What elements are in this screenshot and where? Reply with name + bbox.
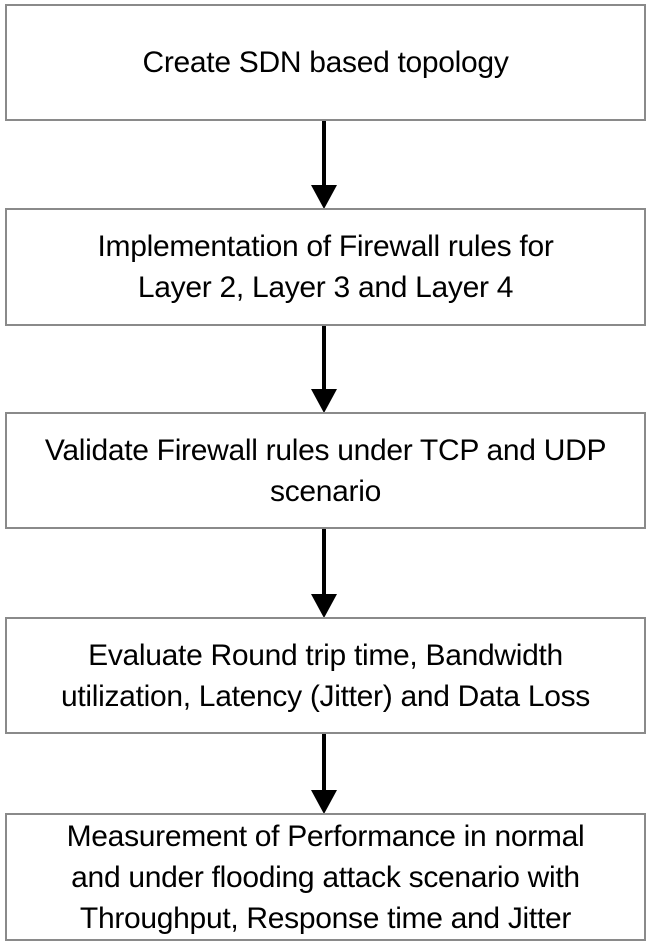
flowchart-node-implement-firewall-rules: Implementation of Firewall rules for Lay… bbox=[5, 208, 646, 326]
arrow-stem bbox=[322, 528, 326, 594]
arrow-head bbox=[311, 185, 337, 209]
flow-arrow-down-icon-1 bbox=[311, 120, 337, 209]
flowchart-node-label: Validate Firewall rules under TCP and UD… bbox=[44, 433, 607, 508]
flow-arrow-down-icon-2 bbox=[311, 325, 337, 413]
arrow-head bbox=[311, 594, 337, 618]
flowchart-node-label: Evaluate Round trip time, Bandwidth util… bbox=[60, 638, 591, 713]
flowchart-node-create-topology: Create SDN based topology bbox=[5, 4, 646, 121]
flow-arrow-down-icon-4 bbox=[311, 733, 337, 814]
arrow-stem bbox=[322, 325, 326, 389]
flow-arrow-down-icon-3 bbox=[311, 528, 337, 618]
flowchart-node-label: Create SDN based topology bbox=[142, 46, 509, 79]
arrow-head bbox=[311, 790, 337, 814]
arrow-stem bbox=[322, 733, 326, 790]
flowchart-node-evaluate-metrics: Evaluate Round trip time, Bandwidth util… bbox=[5, 617, 646, 734]
flowchart-node-validate-firewall-rules: Validate Firewall rules under TCP and UD… bbox=[5, 412, 646, 529]
flowchart-node-label: Measurement of Performance in normal and… bbox=[66, 819, 585, 935]
arrow-head bbox=[311, 389, 337, 413]
flowchart-node-label: Implementation of Firewall rules for Lay… bbox=[97, 230, 554, 304]
arrow-stem bbox=[322, 120, 326, 185]
flowchart-node-measure-performance: Measurement of Performance in normal and… bbox=[5, 813, 646, 941]
